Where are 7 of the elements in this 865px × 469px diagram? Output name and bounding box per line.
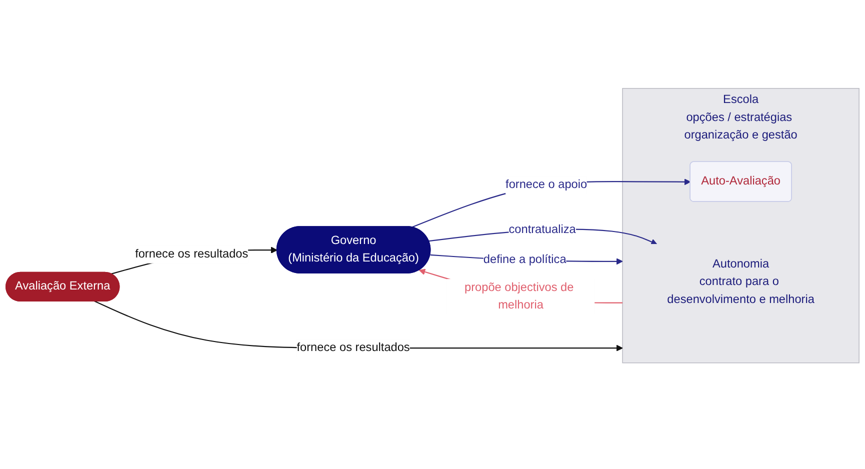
edge-label: fornece o apoio	[506, 178, 588, 192]
node-text: Autonomia contrato para o desenvolvimento e melhoria	[667, 258, 814, 306]
edge-label: propõe objectivos de melhoria	[464, 281, 574, 312]
edge-label: define a política	[483, 254, 566, 266]
edge-label: fornece os resultados	[296, 341, 410, 354]
edge-label: fornece os resultados	[135, 248, 248, 260]
edge-label: contratualiza	[508, 223, 576, 236]
